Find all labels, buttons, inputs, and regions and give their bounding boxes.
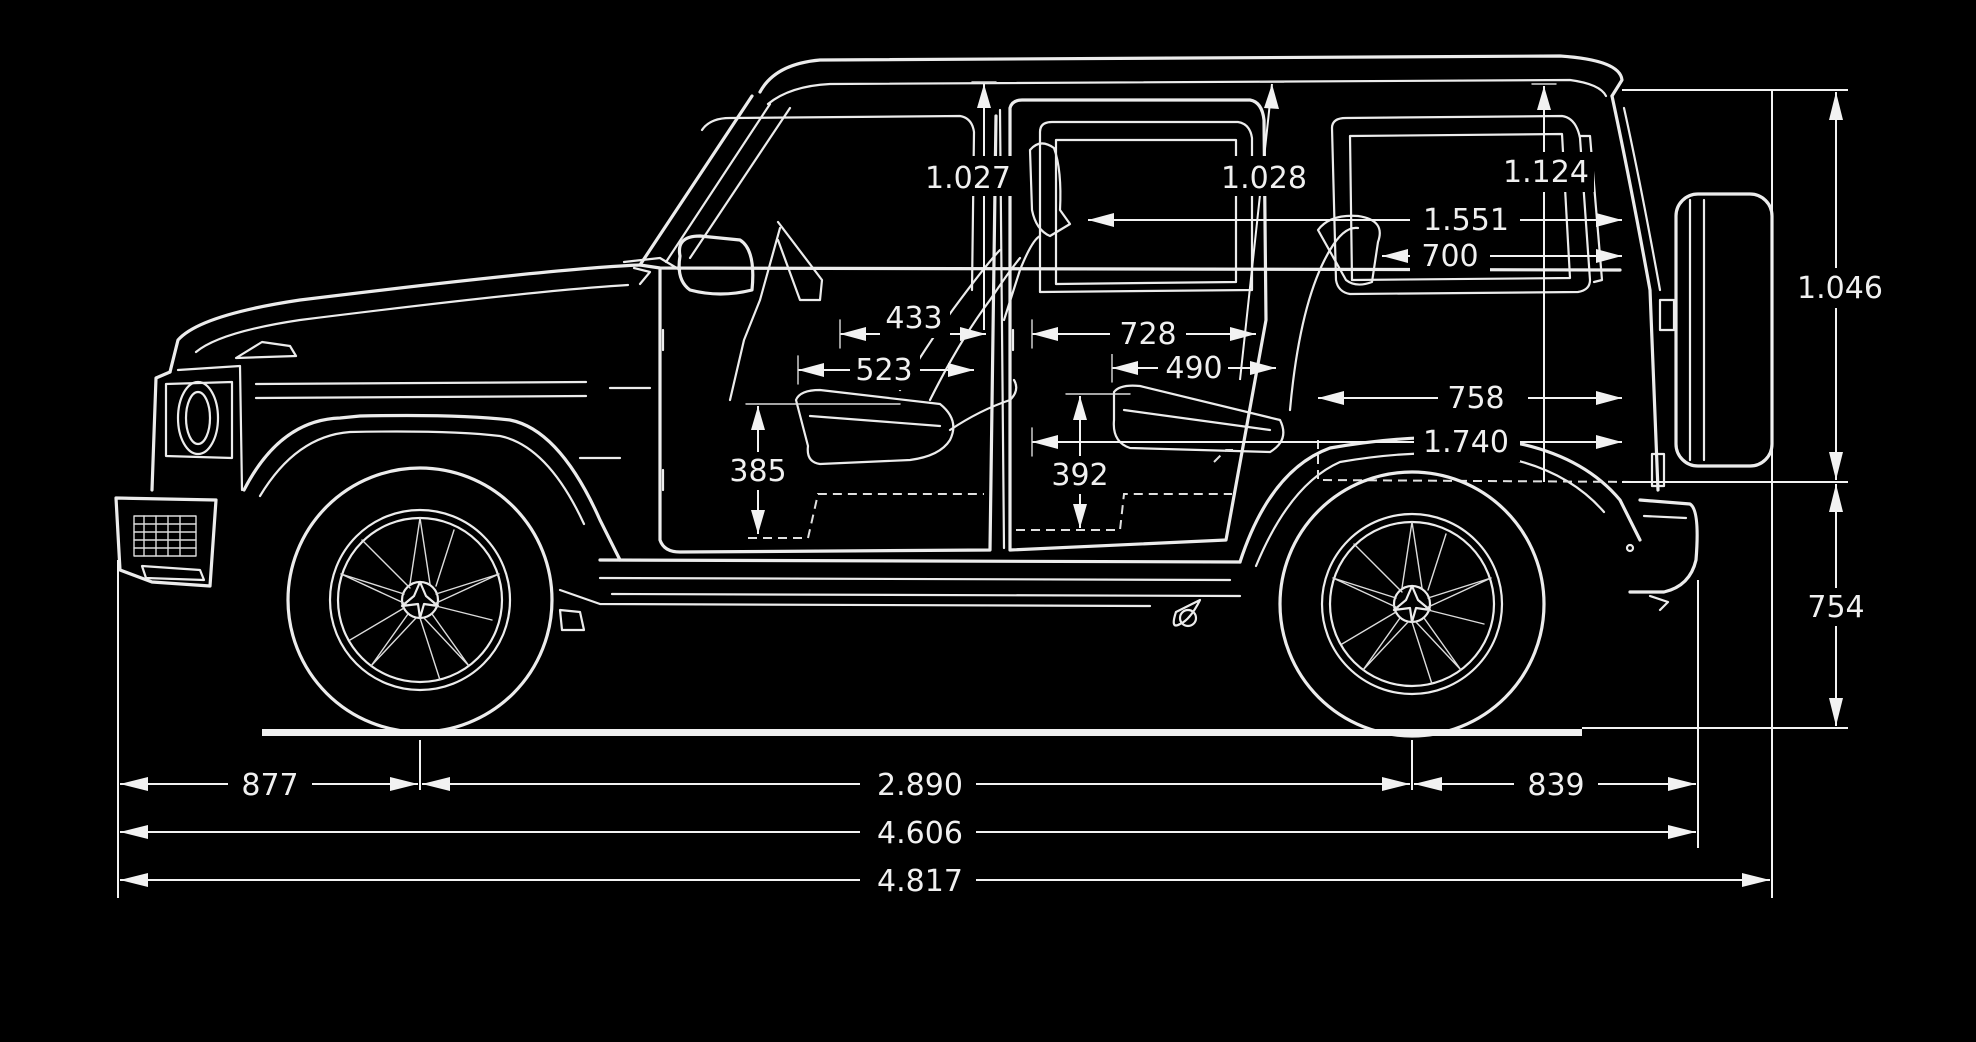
label-wheelbase: 2.890 [877, 768, 963, 803]
label-front-headroom: 1.027 [925, 161, 1011, 196]
label-rear-728: 728 [1119, 317, 1176, 352]
label-lower-height-754: 754 [1807, 590, 1864, 625]
label-cargo-length-700: 700 [1421, 239, 1478, 274]
label-cargo-758: 758 [1447, 381, 1504, 416]
vehicle-outline [114, 54, 1774, 632]
label-overall-length: 4.817 [877, 864, 963, 899]
label-body-length: 4.606 [877, 816, 963, 851]
label-rear-seat-490: 490 [1165, 351, 1222, 386]
ground-line [262, 729, 1582, 736]
dimension-labels: 1.027 1.028 1.124 1.551 700 1.046 433 72… [228, 152, 1888, 900]
label-front-seat-height-385: 385 [729, 454, 786, 489]
label-rear-headroom: 1.028 [1221, 161, 1307, 196]
label-front-433: 433 [885, 301, 942, 336]
front-wheel [286, 466, 554, 734]
label-cargo-height: 1.124 [1503, 155, 1589, 190]
label-rear-legroom-width: 1.551 [1423, 203, 1509, 238]
label-rear-overhang: 839 [1527, 768, 1584, 803]
label-overall-upper-height: 1.046 [1797, 271, 1883, 306]
label-front-overhang: 877 [241, 768, 298, 803]
dimension-lines [117, 81, 1848, 898]
rear-wheel [1278, 470, 1546, 738]
label-front-seat-523: 523 [855, 353, 912, 388]
label-rear-seat-height-392: 392 [1051, 458, 1108, 493]
label-cargo-1740: 1.740 [1423, 425, 1509, 460]
